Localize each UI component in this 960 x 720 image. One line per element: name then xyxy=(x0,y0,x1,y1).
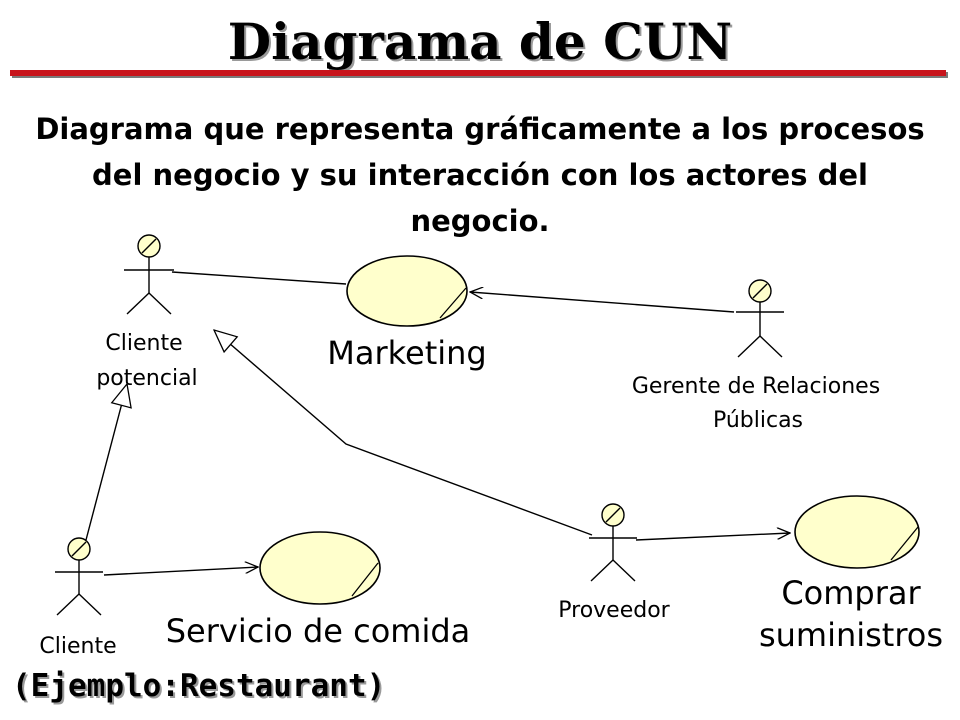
actor-gerente-leg-left xyxy=(737,335,761,358)
use-case-comprar-label-line2: suministros xyxy=(759,616,943,654)
generalization-cliente-to-potencial xyxy=(85,384,127,541)
diagram-description: Diagrama que representa gráficamente a l… xyxy=(35,112,925,238)
page-title: Diagrama de CUN xyxy=(227,12,733,71)
actor-cliente-potencial-label-line2: potencial xyxy=(96,366,197,391)
use-case-servicio-de-comida: Servicio de comida xyxy=(166,531,471,650)
relationships xyxy=(85,271,790,576)
actor-cliente xyxy=(55,537,103,616)
use-case-servicio-bar xyxy=(351,562,379,597)
use-case-marketing-label: Marketing xyxy=(327,334,486,372)
use-case-comprar-label-line1: Comprar xyxy=(781,574,921,612)
association-cliente-servicio xyxy=(103,567,258,576)
use-case-servicio-label: Servicio de comida xyxy=(166,612,471,650)
title-underline xyxy=(10,70,946,76)
actor-gerente-head-mark xyxy=(752,283,768,299)
association-proveedor-comprar xyxy=(635,533,790,541)
actor-cliente-leg-right xyxy=(78,593,102,616)
actor-cliente-potencial-leg-right xyxy=(148,292,172,315)
actor-cliente-label: Cliente xyxy=(39,634,116,659)
use-case-comprar-bar xyxy=(890,526,919,561)
use-case-marketing-bar xyxy=(439,287,467,319)
association-gerente-marketing xyxy=(470,292,735,313)
actor-cliente-potencial-head-mark xyxy=(141,238,157,254)
use-case-servicio-ellipse xyxy=(259,531,381,605)
actor-proveedor-leg-left xyxy=(590,559,614,582)
actor-gerente-label-line2: Públicas xyxy=(713,408,803,433)
generalization-proveedor-to-potencial xyxy=(214,330,593,536)
actor-cliente-leg-left xyxy=(56,593,80,616)
actor-proveedor-leg-right xyxy=(612,559,636,582)
actor-proveedor xyxy=(589,503,637,582)
example-caption: (Ejemplo:Restaurant) xyxy=(12,668,386,704)
use-case-comprar-ellipse xyxy=(794,495,920,569)
actor-gerente-leg-right xyxy=(759,335,783,358)
actor-cliente-potencial-label-line1: Cliente xyxy=(105,331,182,356)
actor-gerente-label-line1: Gerente de Relaciones xyxy=(632,374,880,399)
actor-gerente xyxy=(736,279,784,358)
actor-cliente-head-mark xyxy=(71,541,87,557)
actor-cliente-potencial-leg-left xyxy=(126,292,150,315)
association-cliente-potencial-marketing xyxy=(171,271,347,285)
actor-proveedor-label: Proveedor xyxy=(558,598,670,623)
use-case-marketing: Marketing xyxy=(327,255,487,372)
actor-proveedor-head-mark xyxy=(605,507,621,523)
use-case-marketing-ellipse xyxy=(346,255,468,327)
use-case-comprar-suministros: Comprar suministros xyxy=(759,495,943,654)
actor-cliente-potencial xyxy=(124,234,174,315)
